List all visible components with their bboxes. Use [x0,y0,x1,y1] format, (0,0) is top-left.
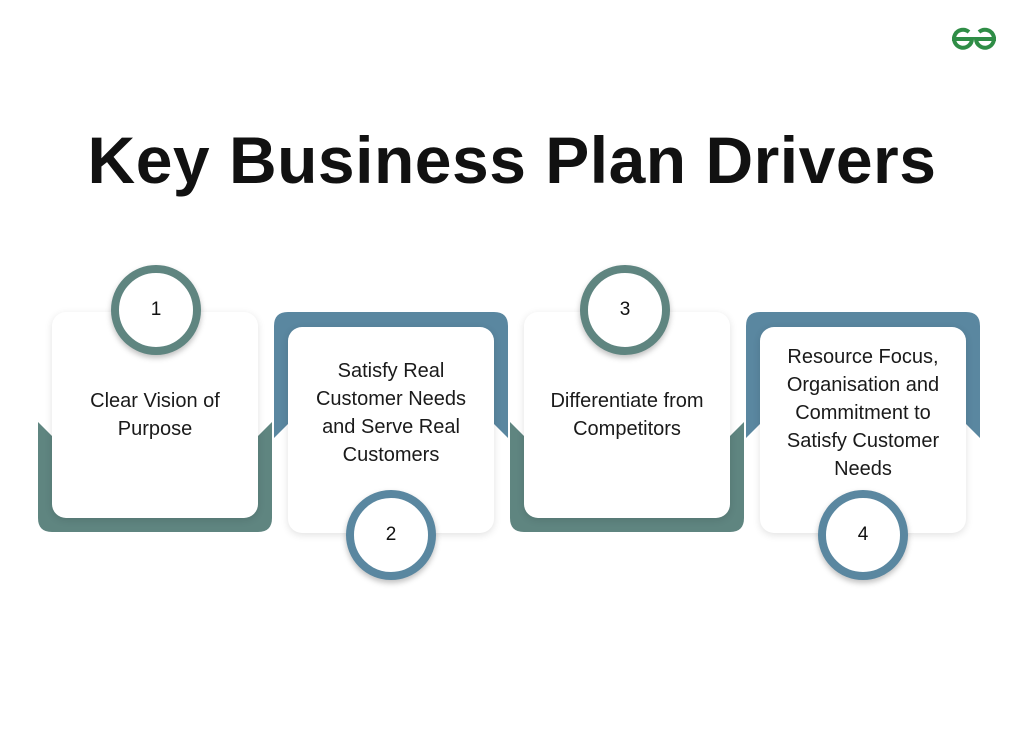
step-number-4: 4 [818,490,908,580]
step-text: Clear Vision of Purpose [90,390,220,440]
step-text: Satisfy Real Customer Needs and Serve Re… [315,360,467,466]
step-card-4: Resource Focus, Organisation and Commitm… [760,327,966,533]
step-number-2: 2 [346,490,436,580]
step-number-1: 1 [111,265,201,355]
step-text: Differentiate from Competitors [550,390,704,440]
step-card-2: Satisfy Real Customer Needs and Serve Re… [288,327,494,533]
step-text: Resource Focus, Organisation and Commitm… [786,346,940,480]
step-number-3: 3 [580,265,670,355]
gfg-logo [948,26,1000,57]
page-title: Key Business Plan Drivers [87,123,937,197]
